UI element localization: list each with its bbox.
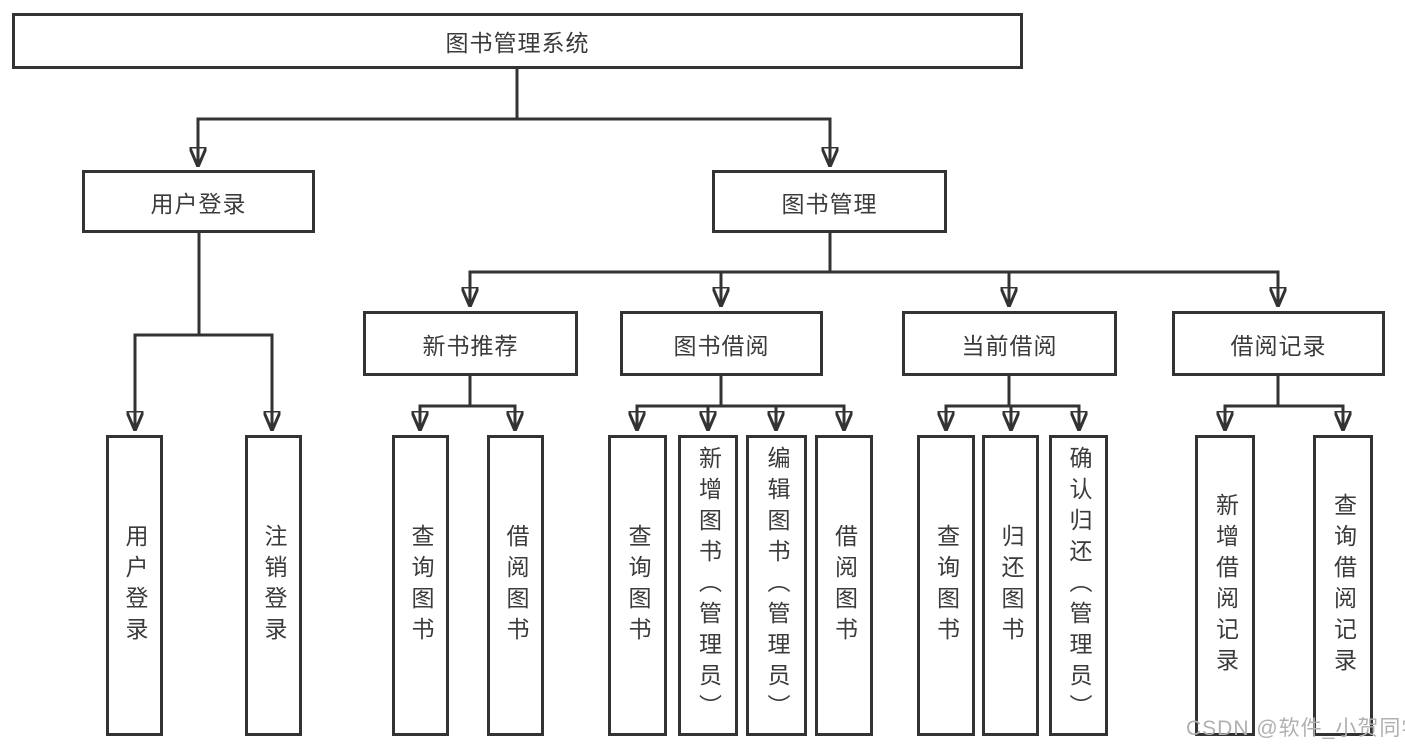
leaf-confirm-return-admin: 确认归还（管理员） [1049,435,1108,736]
node-borrow-record: 借阅记录 [1172,311,1385,376]
node-user-login: 用户登录 [82,170,315,233]
leaf-logout: 注销登录 [245,435,302,736]
leaf-add-book-admin: 新增图书（管理员） [678,435,738,736]
leaf-query-book-current: 查询图书 [917,435,975,736]
leaf-borrow-book: 借阅图书 [815,435,873,736]
leaf-return-book: 归还图书 [982,435,1039,736]
leaf-add-borrow-record: 新增借阅记录 [1195,435,1255,736]
leaf-user-login: 用户登录 [106,435,163,736]
node-book-management: 图书管理 [712,170,947,233]
leaf-query-borrow-record: 查询借阅记录 [1313,435,1373,736]
leaf-borrow-book-recommend: 借阅图书 [487,435,544,736]
csdn-watermark: CSDN @软件_小贺同学 [1186,717,1405,740]
leaf-query-book-borrow: 查询图书 [608,435,667,736]
node-book-borrow: 图书借阅 [620,311,823,376]
leaf-edit-book-admin: 编辑图书（管理员） [746,435,807,736]
leaf-query-book-recommend: 查询图书 [392,435,449,736]
node-new-book-recommend: 新书推荐 [363,311,578,376]
node-current-borrow: 当前借阅 [902,311,1117,376]
node-library-management-system: 图书管理系统 [12,13,1023,69]
